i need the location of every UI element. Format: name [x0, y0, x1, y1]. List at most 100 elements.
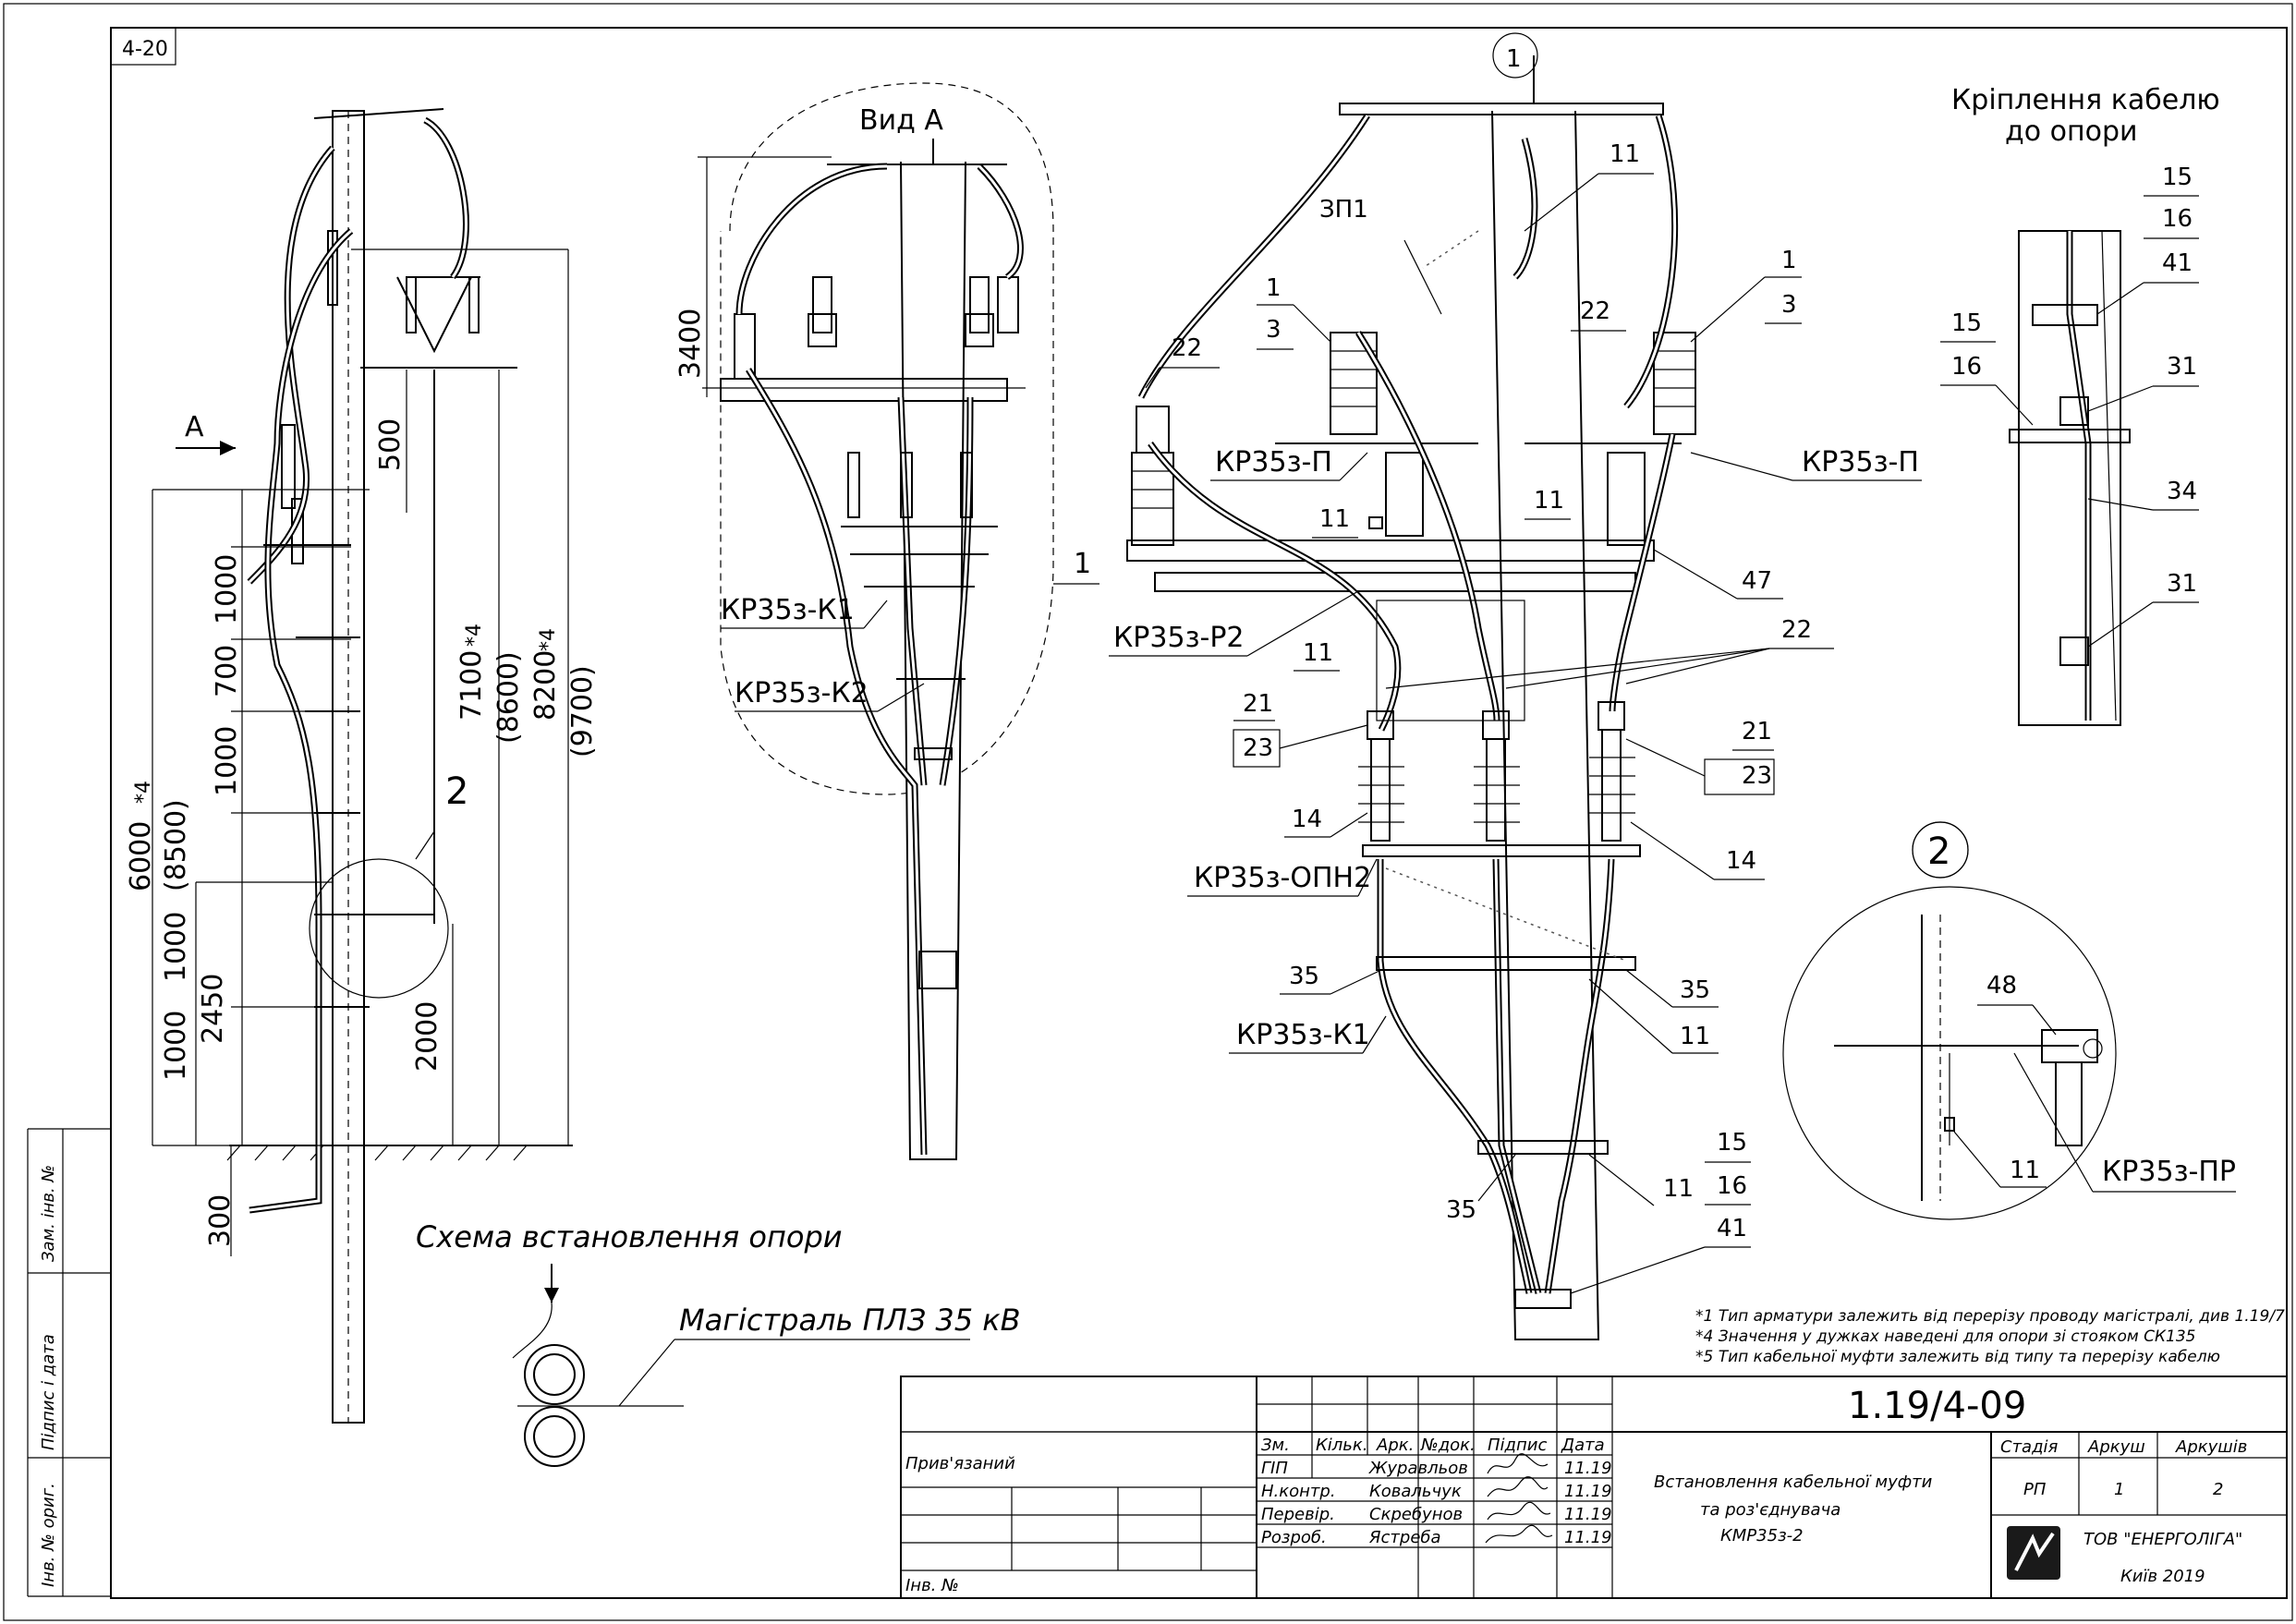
title-block: 1.19/4-09 Зм. Кільк. Арк. №док. Підпис Д…	[900, 1376, 2288, 1599]
label-kr35z-k1-main: КР35з-К1	[1236, 1019, 1370, 1051]
label-22-mid: 22	[1580, 297, 1610, 325]
tb-col-ndok: №док.	[1420, 1436, 1476, 1455]
dim-6000: 6000	[125, 821, 157, 891]
tb-sheet-header: Аркуш	[2087, 1437, 2145, 1457]
tb-inv-no-label: Інв. №	[905, 1576, 959, 1595]
tb-approved-label: Прив'язаний	[905, 1454, 1015, 1473]
view-a: Вид А	[674, 82, 1099, 1160]
fix-label-16b: 16	[1951, 353, 1982, 381]
label-11-top: 11	[1610, 140, 1640, 168]
main-view-1: 1	[1109, 32, 1922, 1340]
note-3: *5 Тип кабельної муфти залежить від типу…	[1695, 1348, 2220, 1366]
stamp-sign-date: Підпис і дата	[39, 1334, 58, 1450]
detail2-label-48: 48	[1986, 972, 2017, 1000]
label-3-right: 3	[1781, 291, 1797, 319]
drawing-code: 1.19/4-09	[1848, 1385, 2026, 1427]
cable-fixing-title-1: Кріплення кабелю	[1951, 84, 2220, 116]
detail-2-marker	[1912, 821, 1969, 879]
tb-date-2: 11.19	[1564, 1505, 1612, 1524]
view-marker-1-text: 1	[1506, 45, 1522, 73]
left-pole-view: A 2 1000 700 1000 1000 1000 2450 6000 *4	[125, 108, 599, 1424]
tb-col-zm: Зм.	[1261, 1436, 1290, 1455]
tb-sheets-total: 2	[2213, 1480, 2223, 1499]
label-22-right: 22	[1781, 616, 1812, 644]
label-zp1: ЗП1	[1319, 196, 1368, 224]
dim-9700: (9700)	[566, 665, 599, 757]
label-15: 15	[1717, 1129, 1747, 1157]
label-kr35z-p-right: КР35з-П	[1802, 446, 1919, 479]
label-kr35z-r2: КР35з-Р2	[1113, 622, 1245, 654]
fix-label-31b: 31	[2167, 570, 2197, 598]
view-a-title: Вид А	[859, 104, 943, 137]
tb-sheets-header: Аркушів	[2175, 1437, 2247, 1457]
label-1-left: 1	[1266, 274, 1282, 302]
label-35-bottom: 35	[1446, 1196, 1476, 1224]
label-41: 41	[1717, 1215, 1747, 1242]
stamp-zam-inv: Зам. інв. №	[39, 1165, 58, 1262]
tb-name-0: Журавльов	[1368, 1459, 1468, 1478]
label-35-left: 35	[1289, 963, 1319, 990]
tb-company: ТОВ "ЕНЕРГОЛІГА"	[2083, 1530, 2242, 1549]
detail-2-circle	[1782, 886, 2117, 1220]
arrow-label-a: A	[185, 411, 204, 443]
dim-2000: 2000	[411, 1001, 443, 1072]
label-22-left: 22	[1172, 334, 1202, 362]
dim-8500: (8500)	[160, 799, 192, 891]
stamp-inv-orig: Інв. № ориг.	[39, 1483, 58, 1587]
label-11-d: 11	[1680, 1023, 1710, 1050]
label-11-e: 11	[1663, 1175, 1694, 1203]
label-16: 16	[1717, 1172, 1747, 1200]
tb-desc-1: Встановлення кабельної муфти	[1654, 1473, 1933, 1492]
scheme-line-label: Магістраль ПЛЗ 35 кВ	[679, 1303, 1021, 1338]
tb-name-2: Скребунов	[1369, 1505, 1463, 1524]
tb-stage-header: Стадія	[2000, 1437, 2059, 1457]
signatures	[1485, 1453, 1553, 1544]
label-3-left: 3	[1266, 316, 1282, 344]
tb-role-rozrob: Розроб.	[1261, 1528, 1327, 1547]
detail-2-marker-text: 2	[1927, 830, 1950, 873]
label-14-left: 14	[1292, 806, 1322, 833]
view-a-boundary	[720, 82, 1054, 795]
tb-name-1: Ковальчук	[1369, 1482, 1462, 1501]
dim-1000-a: 1000	[211, 554, 243, 624]
detail-2: 2 48 11 КР35з-ПР	[1782, 821, 2236, 1220]
dim-8200: 8200	[529, 650, 562, 721]
label-1-right: 1	[1781, 247, 1797, 274]
tb-date-3: 11.19	[1564, 1528, 1612, 1547]
label-kr35z-k1-view-a: КР35з-К1	[721, 594, 855, 626]
dim-7100-note: *4	[463, 624, 486, 647]
scheme-title: Схема встановлення опори	[416, 1219, 843, 1254]
label-kr35z-k2-view-a: КР35з-К2	[735, 677, 869, 709]
fix-label-34: 34	[2167, 478, 2197, 505]
note-1: *1 Тип арматури залежить від перерізу пр…	[1695, 1307, 2285, 1326]
corner-tag: 4-20	[122, 38, 168, 61]
label-11-a: 11	[1319, 505, 1350, 533]
tb-sheet-no: 1	[2114, 1480, 2124, 1499]
dim-500: 500	[374, 418, 407, 471]
detail2-label-kr35z-pr: КР35з-ПР	[2102, 1156, 2236, 1188]
note-2: *4 Значення у дужках наведені для опори …	[1695, 1327, 2195, 1346]
cable-fixing-detail: Кріплення кабелю до опори 15 16 41 15 16…	[1940, 84, 2220, 726]
dim-2450: 2450	[197, 974, 229, 1044]
label-23-left: 23	[1243, 734, 1273, 762]
dim-1000-b: 1000	[211, 726, 243, 796]
dim-1000-d: 1000	[160, 1011, 192, 1081]
tb-city-year: Київ 2019	[2120, 1567, 2205, 1586]
installation-scheme: Схема встановлення опори Магістраль ПЛЗ …	[416, 1219, 1021, 1467]
tb-stage: РП	[2023, 1480, 2047, 1499]
label-21-right: 21	[1742, 718, 1772, 745]
notes: *1 Тип арматури залежить від перерізу пр…	[1695, 1307, 2285, 1366]
dim-8200-note: *4	[537, 628, 560, 651]
tb-col-data: Дата	[1561, 1436, 1605, 1455]
label-35-right: 35	[1680, 976, 1710, 1004]
scheme-pole-bottom	[524, 1406, 585, 1467]
fix-label-31a: 31	[2167, 353, 2197, 381]
label-11-c: 11	[1303, 639, 1333, 667]
tb-date-1: 11.19	[1564, 1482, 1612, 1501]
view-marker-1	[1492, 32, 1538, 79]
label-11-b: 11	[1534, 487, 1564, 515]
fix-label-16a: 16	[2162, 205, 2193, 233]
dim-3400: 3400	[674, 309, 707, 379]
tb-desc-2: та роз'єднувача	[1700, 1500, 1840, 1520]
